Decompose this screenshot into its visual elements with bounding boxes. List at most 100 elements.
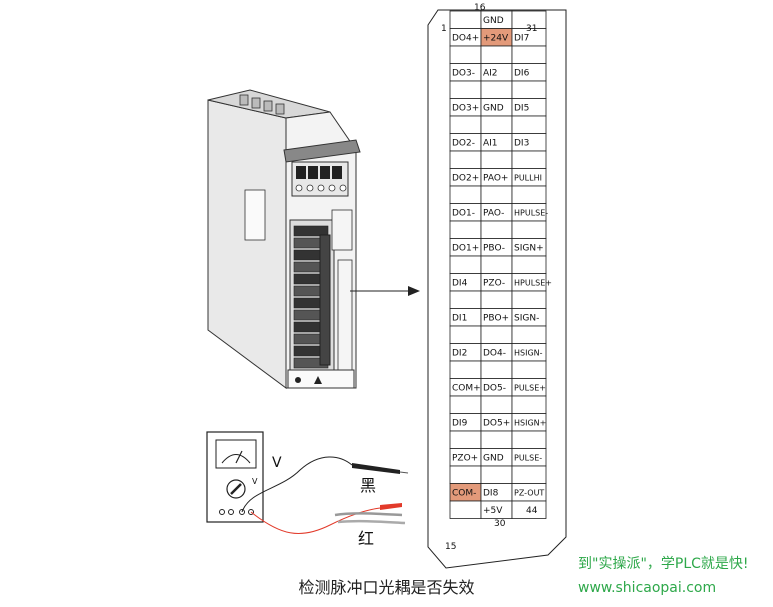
- pin-label: DO4-: [483, 348, 506, 358]
- pin-cell-right: [511, 500, 547, 519]
- pointer-arrow: [350, 286, 420, 296]
- pin-label: PBO-: [483, 243, 505, 253]
- pin-label: +5V: [483, 506, 503, 516]
- pin-label: DI3: [514, 138, 529, 148]
- pin-cell-mid: [480, 255, 513, 274]
- pin-cell-right: [511, 465, 547, 484]
- pin-cell-mid: [480, 45, 513, 64]
- pin-cell-left: [449, 395, 482, 414]
- terminal-strip: [319, 234, 331, 366]
- pin-30-label: 30: [494, 519, 506, 529]
- pin-cell-left: [449, 465, 482, 484]
- pin-label: PZ-OUT: [514, 488, 544, 497]
- pin-cell-left: [449, 500, 482, 519]
- connector-pinout: DO4+DO3-DO3+DO2-DO2+DO1-DO1+DI4DI1DI2COM…: [427, 9, 567, 569]
- pin-label: PAO+: [483, 173, 508, 183]
- pin-cell-mid: [480, 115, 513, 134]
- pin-cell-left: [449, 325, 482, 344]
- pin-label: DO3+: [452, 103, 479, 113]
- pin-label: DI7: [514, 33, 529, 43]
- pin-label: COM+: [452, 383, 481, 393]
- pin-label: DI1: [452, 313, 467, 323]
- pin-label: HPULSE+: [514, 278, 552, 287]
- pin-cell-mid: [480, 290, 513, 309]
- pin-cell-left: [449, 10, 482, 29]
- pin-cell-mid: [480, 185, 513, 204]
- pin-label: DI5: [514, 103, 529, 113]
- pin-cell-mid: [480, 430, 513, 449]
- pin-cell-mid: [480, 360, 513, 379]
- pin-cell-left: [449, 150, 482, 169]
- pin-cell-right: [511, 395, 547, 414]
- pin-cell-left: [449, 360, 482, 379]
- caption: 检测脉冲口光耦是否失效: [298, 578, 475, 597]
- pin-cell-mid: [480, 325, 513, 344]
- watermark-slogan: 到"实操派"，学PLC就是快!: [578, 556, 749, 572]
- pin-cell-mid: [480, 80, 513, 99]
- pin-label: DO4+: [452, 33, 479, 43]
- black-probe-label: 黑: [360, 476, 376, 495]
- pin-label: HSIGN-: [514, 348, 543, 357]
- red-probe-label: 红: [358, 529, 374, 548]
- pin-cell-left: [449, 430, 482, 449]
- pin-cell-right: [511, 45, 547, 64]
- pin-31-label: 31: [526, 24, 537, 34]
- pin-label: DI6: [514, 68, 530, 78]
- meter-v-small: V: [252, 477, 258, 486]
- pin-cell-right: [511, 220, 547, 239]
- pin-cell-left: [449, 45, 482, 64]
- pin-cell-right: [511, 150, 547, 169]
- pin-number-labels: 16 31 1 44 30 15: [441, 3, 538, 552]
- pin-label: DO5+: [483, 418, 510, 428]
- pin-cell-right: [511, 430, 547, 449]
- pin-cell-right: [511, 290, 547, 309]
- pin-label: DO2+: [452, 173, 479, 183]
- pin-44-label: 44: [526, 506, 538, 516]
- pin-cell-left: [449, 185, 482, 204]
- pin-cell-right: [511, 255, 547, 274]
- pin-cell-right: [511, 80, 547, 99]
- pin-label: DO1+: [452, 243, 479, 253]
- pin-cell-left: [449, 115, 482, 134]
- pin-label: PULLHI: [514, 173, 542, 182]
- pin-label: DI4: [452, 278, 468, 288]
- probe-wires: [241, 456, 409, 535]
- pin-16-label: 16: [474, 3, 486, 13]
- pin-label: PZO-: [483, 278, 505, 288]
- pin-label: PZO+: [452, 453, 478, 463]
- pin-label: PAO-: [483, 208, 504, 218]
- pin-label: AI2: [483, 68, 498, 78]
- pin-cell-left: [449, 290, 482, 309]
- pin-label: DI2: [452, 348, 467, 358]
- pin-label: DO1-: [452, 208, 475, 218]
- watermark-url: www.shicaopai.com: [578, 580, 717, 596]
- pin-label: PULSE+: [514, 383, 546, 392]
- pin-label: GND: [483, 16, 504, 26]
- pin-label: DI8: [483, 488, 499, 498]
- pin-label: DO5-: [483, 383, 506, 393]
- pin-cell-mid: [480, 150, 513, 169]
- servo-drive: [207, 89, 361, 389]
- pin-label: HPULSE-: [514, 208, 548, 217]
- pin-label: GND: [483, 453, 504, 463]
- pin-cell-mid: [480, 395, 513, 414]
- pin-label: DO2-: [452, 138, 475, 148]
- pin-label: DI9: [452, 418, 468, 428]
- pin-label: AI1: [483, 138, 498, 148]
- terminal-screw: [293, 225, 329, 237]
- pin-cell-left: [449, 80, 482, 99]
- pin-label: GND: [483, 103, 504, 113]
- pin-label: SIGN+: [514, 243, 544, 253]
- pin-cell-mid: [480, 465, 513, 484]
- pin-label: SIGN-: [514, 313, 539, 323]
- pin-cell-mid: [480, 220, 513, 239]
- pin-label: PULSE-: [514, 453, 542, 462]
- pin-cell-left: [449, 255, 482, 274]
- pin-label: +24V: [483, 33, 509, 43]
- meter-v-symbol: V: [272, 455, 282, 471]
- pin-label: HSIGN+: [514, 418, 546, 427]
- pin-label: COM-: [452, 488, 476, 498]
- pin-1-label: 1: [441, 24, 447, 34]
